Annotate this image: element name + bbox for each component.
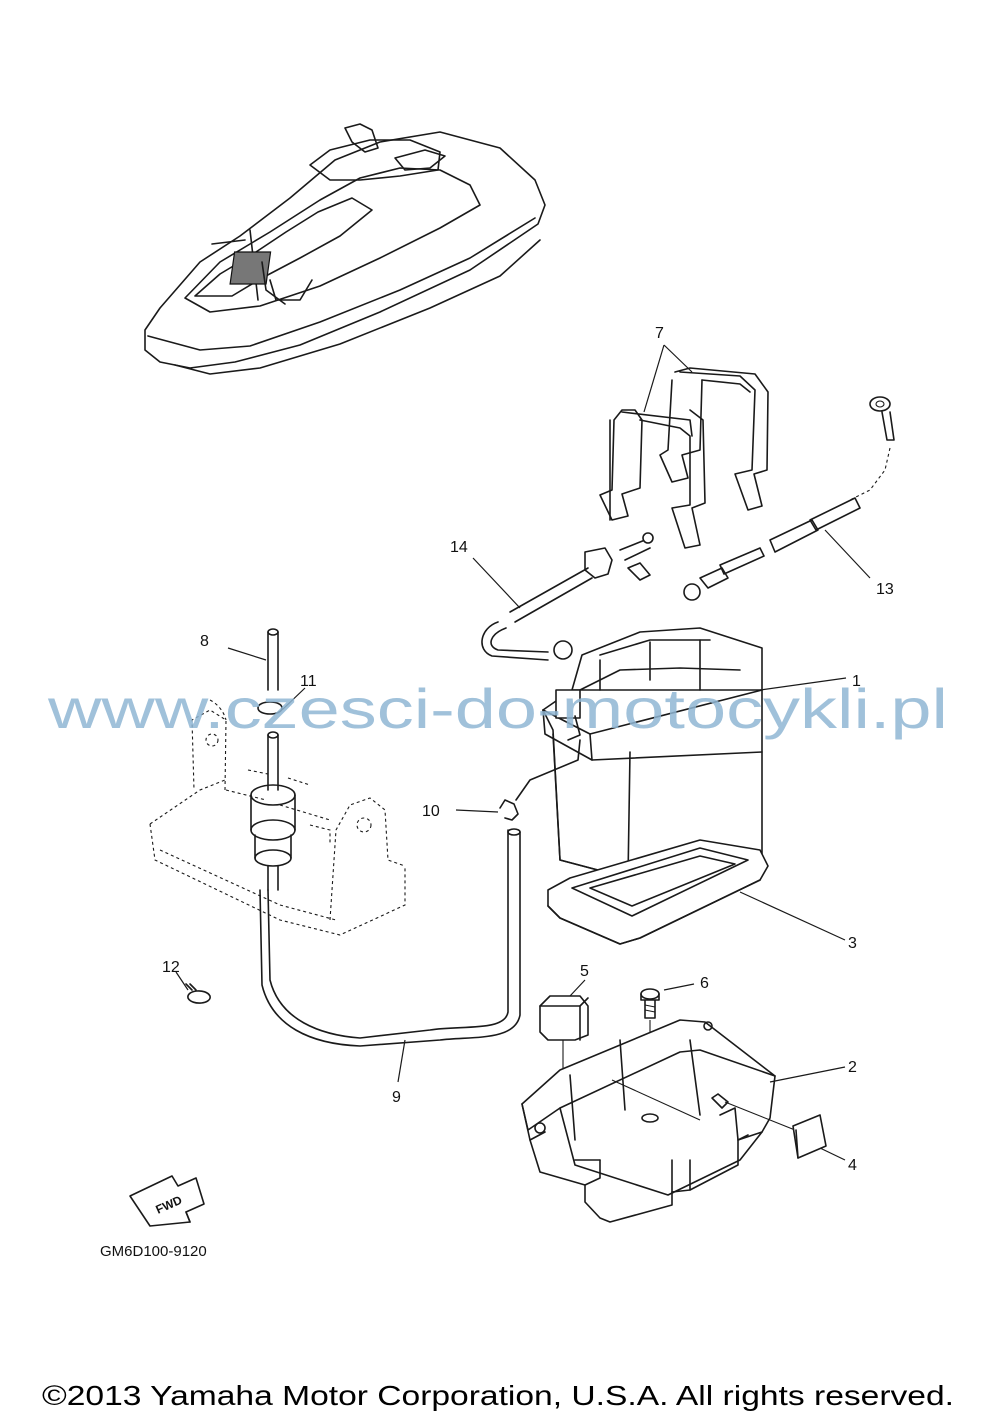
part-label-6: 6 (700, 975, 709, 992)
part-label-8: 8 (200, 633, 209, 650)
watercraft-illustration (144, 123, 546, 375)
water-box-reference (149, 699, 406, 936)
part-label-13: 13 (876, 581, 894, 598)
drawing-code: GM6D100-9120 (100, 1243, 207, 1260)
bolt (640, 988, 660, 1019)
part-label-3: 3 (848, 935, 857, 952)
pipe-and-clamp (257, 628, 283, 791)
battery-band (599, 367, 769, 549)
terminal-cap (539, 995, 589, 1041)
part-label-2: 2 (848, 1059, 857, 1076)
part-label-4: 4 (848, 1157, 857, 1174)
battery-pad (547, 839, 769, 945)
copyright-notice: ©2013 Yamaha Motor Corporation, U.S.A. A… (42, 1380, 954, 1411)
battery-case (521, 1019, 776, 1223)
part-label-7: 7 (655, 325, 664, 342)
part-label-1: 1 (852, 673, 861, 690)
part-label-10: 10 (422, 803, 440, 820)
damper-pad (792, 1114, 827, 1159)
part-label-11: 11 (300, 673, 317, 690)
watermark-url: www.czesci-do-motocykli.pl (47, 677, 948, 740)
battery (542, 627, 763, 883)
fwd-arrow-icon: FWD (129, 1175, 205, 1227)
negative-cable (683, 396, 895, 601)
part-label-5: 5 (580, 963, 589, 980)
part-label-9: 9 (392, 1089, 401, 1106)
breather-pipe (259, 739, 581, 1047)
hose-clamp (185, 983, 211, 1004)
part-label-12: 12 (162, 959, 180, 976)
positive-cable (481, 532, 654, 661)
part-label-14: 14 (450, 539, 468, 556)
